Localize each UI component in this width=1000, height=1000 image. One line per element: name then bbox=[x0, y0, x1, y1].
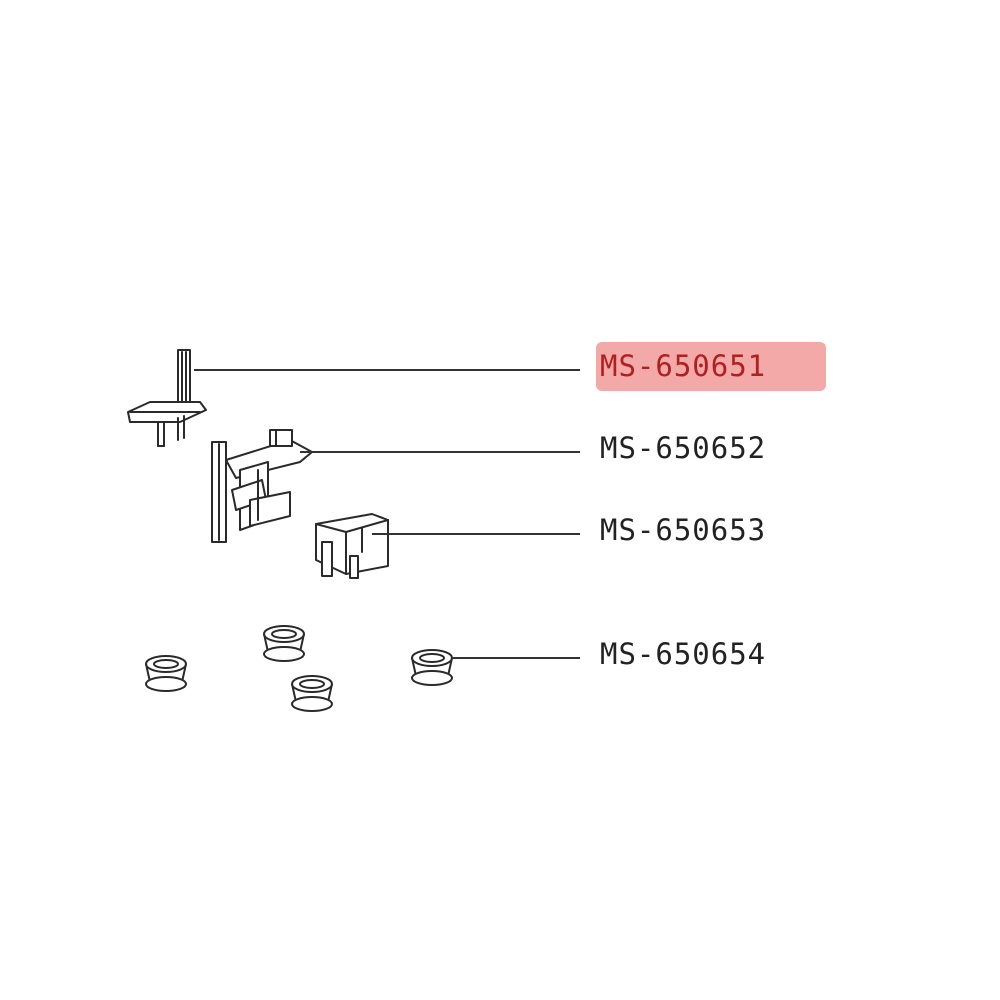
part-pin-bracket-drawing[interactable] bbox=[127, 349, 207, 447]
part-lever-assembly-drawing[interactable] bbox=[211, 429, 313, 543]
grommet-4 bbox=[411, 649, 453, 686]
part-micro-switch-drawing[interactable] bbox=[315, 513, 389, 579]
part-label-ms-650652[interactable]: MS-650652 bbox=[600, 431, 767, 465]
part-grommets-drawing[interactable] bbox=[145, 625, 453, 712]
grommet-1 bbox=[145, 655, 187, 692]
grommet-3 bbox=[291, 675, 333, 712]
grommet-2 bbox=[263, 625, 305, 662]
part-label-ms-650653[interactable]: MS-650653 bbox=[600, 513, 767, 547]
part-label-ms-650651[interactable]: MS-650651 bbox=[596, 342, 827, 391]
part-label-ms-650654[interactable]: MS-650654 bbox=[600, 637, 767, 671]
